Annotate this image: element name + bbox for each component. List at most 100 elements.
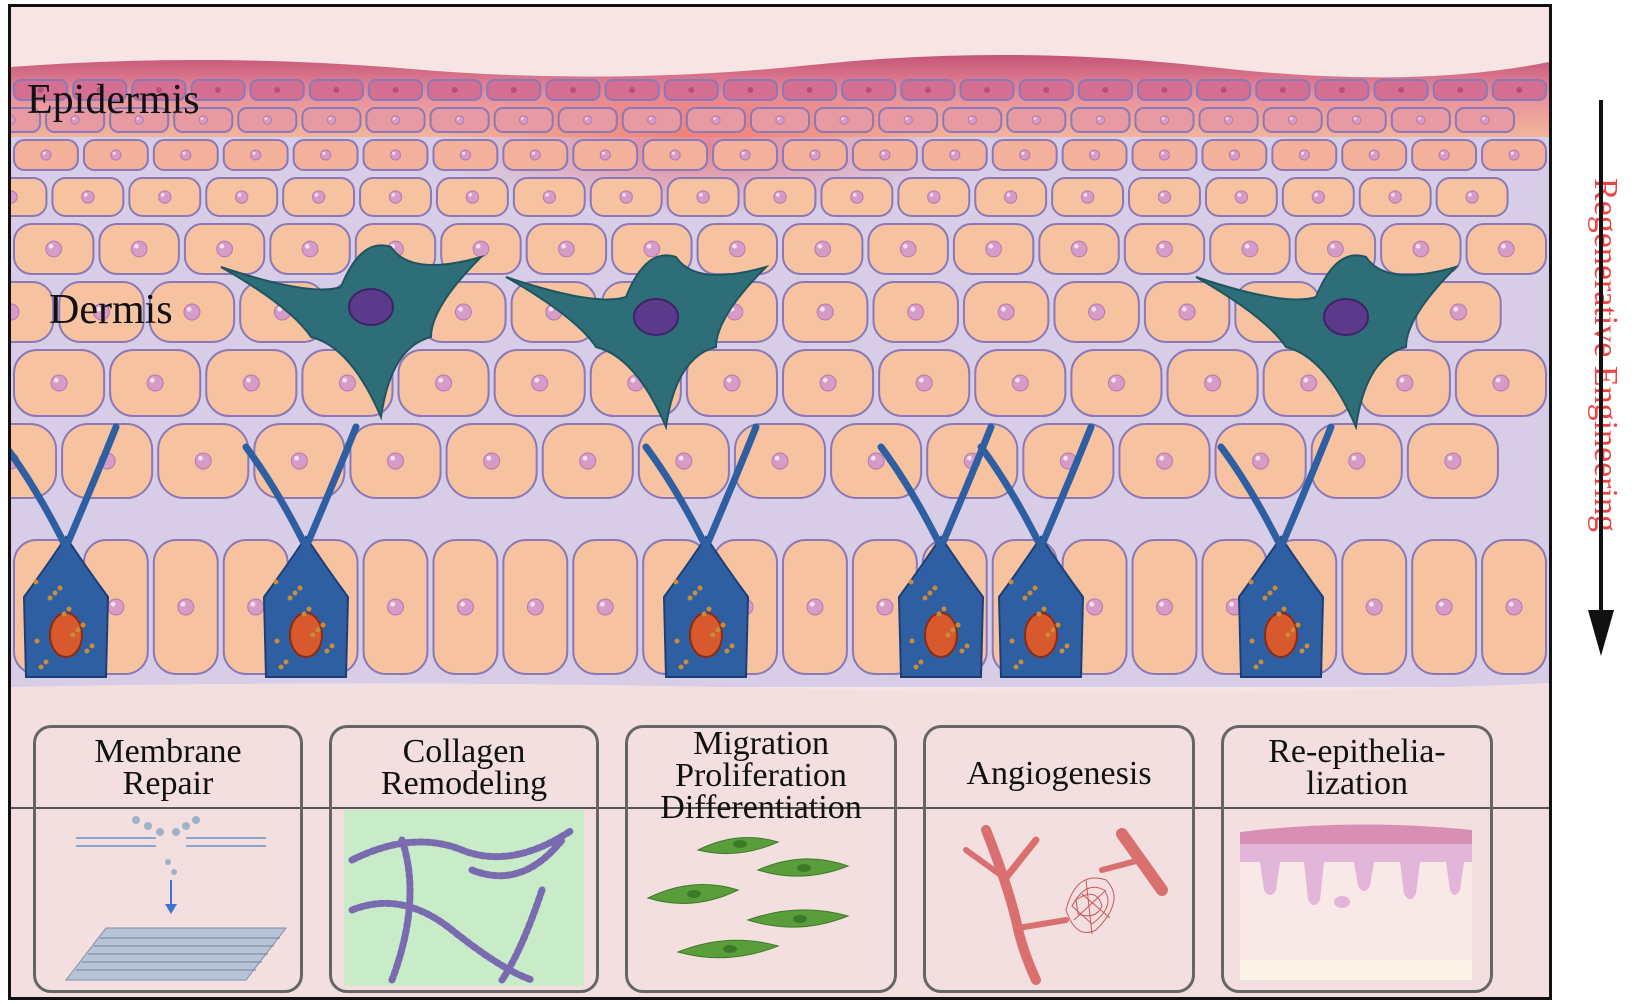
keratinocyte-cell (897, 177, 971, 217)
keratinocyte-cell (782, 281, 869, 343)
keratinocyte-cell (427, 79, 483, 101)
keratinocyte-cell (1465, 223, 1547, 275)
keratinocyte-cell (1432, 79, 1488, 101)
keratinocyte-cell (1070, 107, 1131, 133)
keratinocyte-cell (1411, 139, 1478, 171)
keratinocyte-cell (830, 423, 923, 499)
keratinocyte-cell (502, 539, 569, 675)
lipid-membrane-icon (64, 816, 288, 981)
melanocytes-and-basal-cells (11, 244, 1460, 678)
keratinocyte-cell (282, 177, 356, 217)
keratinocyte-cell (429, 107, 490, 133)
keratinocyte-cell (1281, 177, 1355, 217)
keratinocyte-cell (308, 79, 364, 101)
panel-title-re-epithelialization: Re-epithelia- lization (1268, 733, 1446, 802)
epidermis-label: Epidermis (27, 77, 200, 123)
basal-dendritic-cell (642, 423, 760, 678)
dermis-label: Dermis (49, 287, 173, 333)
keratinocyte-cell (493, 107, 554, 133)
keratinocyte-cell (1131, 539, 1198, 675)
keratinocyte-cell (1271, 139, 1338, 171)
keratinocyte-cell (814, 107, 875, 133)
keratinocyte-cell (152, 539, 219, 675)
keratinocyte-cell (1136, 79, 1193, 101)
basal-dendritic-cell (977, 423, 1095, 678)
keratinocyte-cell (1077, 79, 1133, 101)
keratinocyte-cell (974, 177, 1048, 217)
keratinocyte-cell (152, 139, 219, 171)
keratinocyte-cell (349, 423, 442, 499)
keratinocyte-cell (1481, 139, 1548, 171)
keratinocyte-cell (1262, 107, 1323, 133)
section-divider (11, 807, 1549, 809)
keratinocyte-cell (1454, 349, 1547, 417)
keratinocyte-cell (666, 177, 740, 217)
panel-re-epithelialization: Re-epithelia- lization (1221, 725, 1493, 993)
diagram-frame: Epidermis Dermis Membrane Repair (8, 4, 1552, 1000)
keratinocyte-cell (545, 79, 601, 101)
keratinocyte-cell (1022, 423, 1115, 499)
panel-title-membrane-repair: Membrane Repair (94, 733, 242, 802)
keratinocyte-cell (851, 139, 918, 171)
keratinocyte-cell (782, 79, 838, 101)
keratinocyte-cell (974, 349, 1067, 417)
panel-title-angiogenesis: Angiogenesis (966, 755, 1152, 792)
basal-dendritic-cell (11, 423, 120, 678)
keratinocyte-cell (1411, 539, 1478, 675)
keratinocyte-cell (1038, 223, 1120, 275)
keratinocyte-cell (11, 177, 48, 217)
keratinocyte-cell (1214, 423, 1307, 499)
keratinocyte-cell (131, 79, 187, 101)
keratinocyte-cell (157, 423, 250, 499)
keratinocyte-cell (685, 349, 778, 417)
keratinocyte-cell (109, 349, 202, 417)
keratinocyte-cell (1491, 79, 1548, 101)
keratinocyte-cell (1131, 139, 1198, 171)
keratinocyte-cell (1341, 539, 1408, 675)
keratinocyte-cell (11, 107, 42, 133)
keratinocyte-cell (61, 423, 154, 499)
keratinocyte-cell (493, 349, 586, 417)
keratinocyte-cell (743, 177, 817, 217)
keratinocyte-cell (82, 139, 149, 171)
keratinocyte-cell (1373, 79, 1429, 101)
panel-membrane-repair: Membrane Repair (33, 725, 303, 993)
keratinocyte-cell (959, 79, 1015, 101)
keratinocyte-cell (72, 79, 128, 101)
keratinocyte-cell (486, 79, 542, 101)
keratinocyte-cell (962, 281, 1050, 343)
keratinocyte-cell (1390, 107, 1451, 133)
keratinocyte-cell (1018, 79, 1074, 101)
keratinocyte-cell (1358, 349, 1451, 417)
keratinocyte-cell (867, 223, 949, 275)
keratinocyte-cell (502, 139, 569, 171)
keratinocyte-cell (1358, 177, 1432, 217)
melanocyte-cell (505, 254, 770, 431)
keratinocyte-cell (367, 79, 424, 101)
keratinocyte-cell (237, 107, 298, 133)
keratinocyte-cell (365, 107, 426, 133)
keratinocyte-cell (663, 79, 719, 101)
keratinocyte-cell (841, 79, 897, 101)
keratinocyte-cell (397, 349, 490, 417)
keratinocyte-cell (1118, 423, 1211, 499)
keratinocyte-cell (1053, 281, 1140, 343)
keratinocyte-cell (148, 281, 236, 343)
basal-dendritic-cell (877, 423, 995, 678)
keratinocyte-cell (572, 539, 639, 675)
keratinocyte-cell (712, 139, 778, 171)
keratinocyte-cell (109, 107, 170, 133)
keratinocyte-cell (1006, 107, 1067, 133)
keratinocyte-cell (1209, 223, 1291, 275)
basal-dendritic-cell (242, 423, 360, 678)
basal-dendritic-cell (1217, 423, 1335, 678)
keratinocyte-cell (1454, 107, 1515, 133)
keratinocyte-cell (900, 79, 956, 101)
keratinocyte-cell (512, 177, 586, 217)
keratinocyte-cell (1051, 177, 1125, 217)
keratinocyte-cell (878, 349, 971, 417)
down-arrow-icon (1588, 100, 1614, 656)
keratinocyte-cell (205, 177, 279, 217)
keratinocyte-cell (13, 79, 69, 101)
keratinocyte-cell (432, 139, 499, 171)
